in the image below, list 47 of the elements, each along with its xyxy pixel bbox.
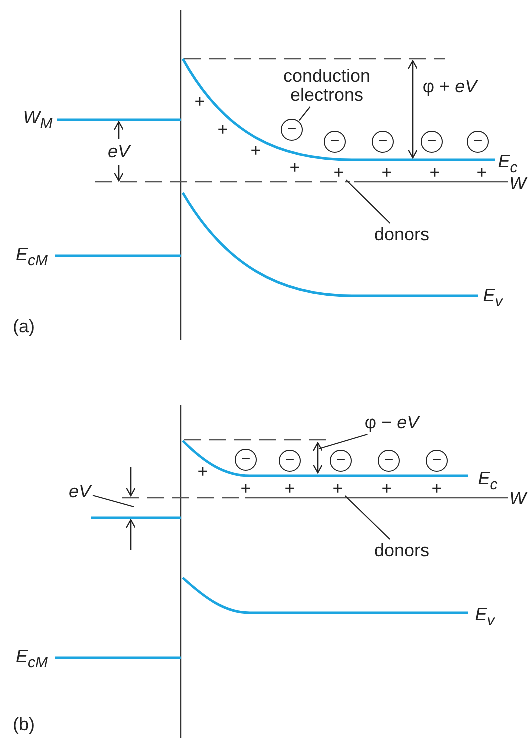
charge-sign: + [284,480,296,498]
band-label: E$_{cM}$ [16,648,48,672]
callout-label: eV [68,482,92,502]
band-label: E$_{v}$ [475,606,495,630]
leader-line [344,496,390,540]
band-label: E$_{c}$ [478,470,498,494]
panel-label: (b) [13,716,35,734]
band-label: E$_{v}$ [483,286,503,312]
electron-symbol: − [324,131,346,153]
electron-symbol: − [330,450,352,472]
electron-symbol: − [426,450,448,472]
band-label: W$_{M}$ [23,108,53,134]
electron-symbol: − [421,131,443,153]
electron-symbol: − [372,131,394,153]
band-label: E$_{cM}$ [16,246,48,270]
charge-sign: + [240,480,252,498]
charge-sign: + [382,164,392,182]
callout-label: donors [374,542,430,560]
dimension-label: φ + eV [422,78,478,96]
panel-label: (a) [13,318,35,336]
charge-sign: + [382,480,392,498]
leader-line [318,434,368,450]
callout-label: conduction electrons [277,67,377,105]
leader-line [92,495,134,508]
charge-sign: + [430,164,440,182]
electron-symbol: − [378,450,400,472]
band-label: E$_{c}$ [498,152,518,177]
electron-symbol: − [279,450,301,472]
dimension-line [312,442,324,474]
band-label: W [510,490,526,508]
charge-sign: + [432,480,442,498]
charge-sign: + [218,120,228,140]
leader-line [346,180,391,224]
charge-sign: + [290,158,300,178]
band-label: W [510,174,526,194]
callout-label: donors [374,226,430,244]
electron-symbol: − [281,119,303,141]
charge-sign: + [476,164,488,182]
charge-sign: + [198,462,208,482]
charge-sign: + [250,142,262,160]
electron-symbol: − [467,131,489,153]
leader-line [299,106,311,121]
charge-sign: + [332,480,344,498]
charge-sign: + [334,164,344,182]
electron-symbol: − [235,449,257,471]
callout-label: φ − eV [364,414,420,432]
charge-sign: + [194,92,206,112]
